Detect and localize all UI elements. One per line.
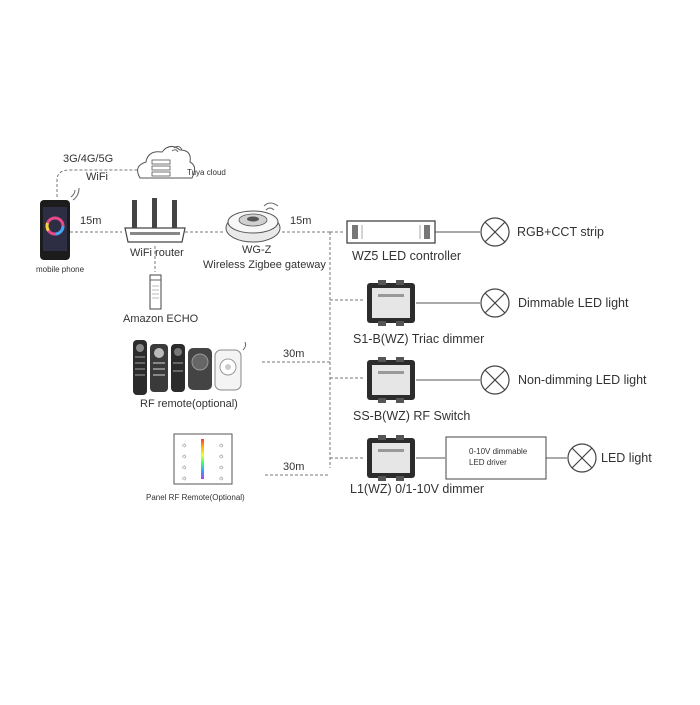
load-rgb-label: RGB+CCT strip xyxy=(517,225,604,239)
gateway-name: WG-Z xyxy=(242,244,272,256)
svg-text:☼: ☼ xyxy=(181,442,187,449)
panel-remote-distance: 30m xyxy=(283,461,304,473)
load-led-label: LED light xyxy=(601,451,652,465)
svg-text:☼: ☼ xyxy=(181,453,187,460)
phone-label: mobile phone xyxy=(36,265,85,274)
router-label: WiFi router xyxy=(130,247,184,259)
amazon-echo-icon xyxy=(149,274,162,310)
network-label: 3G/4G/5G xyxy=(63,153,113,165)
s1b-label: S1-B(WZ) Triac dimmer xyxy=(353,332,484,346)
driver-line-1: 0-10V dimmable xyxy=(469,447,528,456)
ssb-label: SS-B(WZ) RF Switch xyxy=(353,409,470,423)
svg-text:☼: ☼ xyxy=(181,464,187,471)
svg-text:☼: ☼ xyxy=(181,475,187,482)
wifi-router-icon xyxy=(124,198,186,243)
lamp-icon-dimmable xyxy=(480,288,510,318)
phone-cloud-link xyxy=(56,169,140,197)
connection-lines xyxy=(56,169,567,476)
wz5-label: WZ5 LED controller xyxy=(352,249,461,263)
panel-remote-icon: ☼ ☼ ☼ ☼ ☼ ☼ ☼ ☼ xyxy=(173,433,233,485)
mobile-phone-icon xyxy=(40,187,80,260)
led-driver-box xyxy=(445,436,547,480)
svg-text:☼: ☼ xyxy=(218,453,224,460)
svg-text:☼: ☼ xyxy=(218,475,224,482)
phone-distance: 15m xyxy=(80,215,101,227)
lamp-icon-rgb xyxy=(480,217,510,247)
rf-remote-icons xyxy=(133,340,247,395)
lamp-icon-nondim xyxy=(480,365,510,395)
s1b-dimmer-icon xyxy=(367,280,415,326)
zigbee-gateway-icon xyxy=(225,202,281,243)
wz5-controller-icon xyxy=(346,220,436,244)
gateway-description: Wireless Zigbee gateway xyxy=(203,259,326,271)
l1-dimmer-icon xyxy=(367,435,415,481)
rf-remote-label: RF remote(optional) xyxy=(140,398,238,410)
l1-label: L1(WZ) 0/1-10V dimmer xyxy=(350,482,484,496)
load-nondim-label: Non-dimming LED light xyxy=(518,373,647,387)
driver-line-2: LED driver xyxy=(469,458,507,467)
panel-remote-label: Panel RF Remote(Optional) xyxy=(146,493,245,502)
lamp-icon-led xyxy=(567,443,597,473)
svg-text:☼: ☼ xyxy=(218,464,224,471)
cloud-label: Tuya cloud xyxy=(187,168,226,177)
cloud-icon xyxy=(137,145,196,179)
gateway-distance: 15m xyxy=(290,215,311,227)
ssb-switch-icon xyxy=(367,357,415,403)
rf-remote-distance: 30m xyxy=(283,348,304,360)
echo-label: Amazon ECHO xyxy=(123,313,199,325)
wifi-label: WiFi xyxy=(86,171,108,183)
load-dim-label: Dimmable LED light xyxy=(518,296,629,310)
svg-text:☼: ☼ xyxy=(218,442,224,449)
